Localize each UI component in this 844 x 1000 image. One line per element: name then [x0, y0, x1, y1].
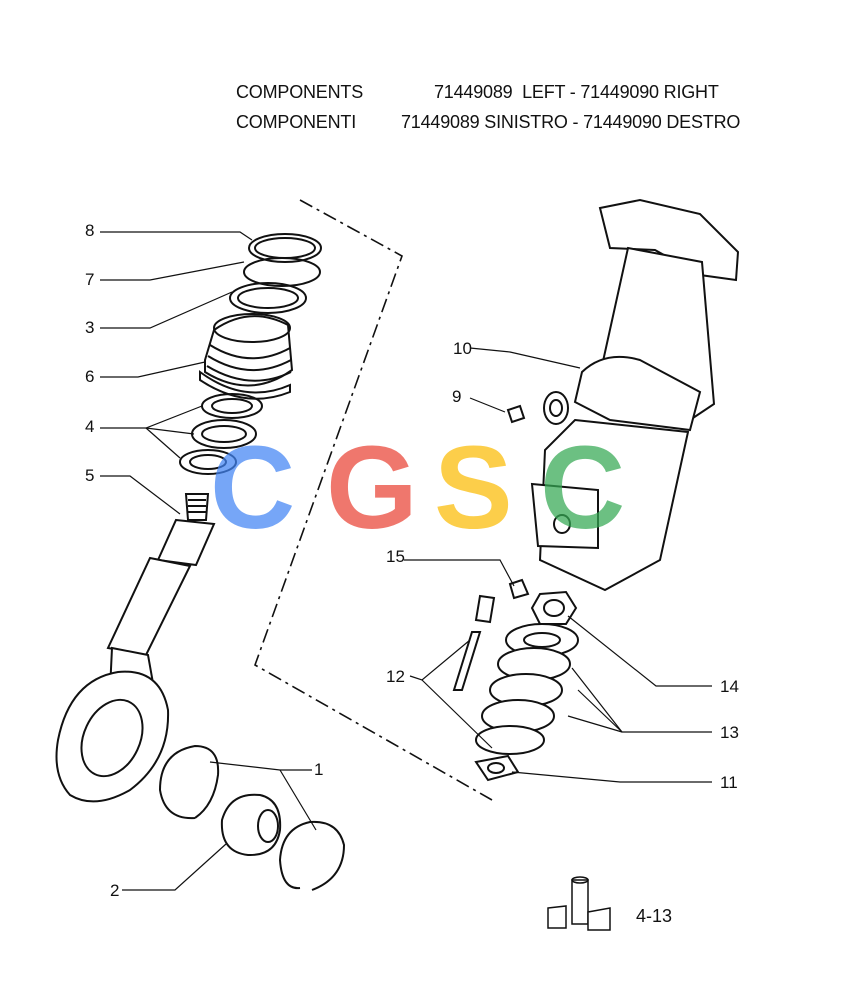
header-label-en: COMPONENTS [236, 82, 364, 102]
assembly-boundary [254, 199, 493, 801]
header-label-it: COMPONENTI [236, 112, 357, 132]
callout-6: 6 [85, 367, 94, 386]
watermark-letter: G [326, 422, 418, 554]
callout-2: 2 [110, 881, 119, 900]
callout-14: 14 [720, 677, 739, 696]
part-1-snap-rings [158, 744, 346, 891]
callout-13: 13 [720, 723, 739, 742]
callout-4: 4 [85, 417, 94, 436]
page-reference: 4-13 [636, 906, 673, 926]
part-7-ring [243, 257, 321, 287]
callout-15: 15 [386, 547, 405, 566]
callout-8: 8 [85, 221, 94, 240]
part-9-grease-nipple [506, 404, 526, 424]
watermark-letter: S [434, 422, 513, 554]
page-ref-icon [547, 876, 611, 931]
leader-lines [100, 231, 712, 891]
callout-12: 12 [386, 667, 405, 686]
callout-1: 1 [314, 760, 323, 779]
callout-5: 5 [85, 466, 94, 485]
watermark-letter: C [210, 422, 295, 554]
part-4-bearing-set [179, 393, 263, 475]
part-14-nut [530, 590, 578, 625]
callout-3: 3 [85, 318, 94, 337]
callout-11: 11 [720, 773, 738, 792]
callout-10: 10 [453, 339, 472, 358]
callout-9: 9 [452, 387, 461, 406]
part-6-housing [199, 313, 294, 400]
header-partnumbers-it: 71449089 SINISTRO - 71449090 DESTRO [401, 112, 741, 132]
part-3-seal [229, 282, 307, 314]
watermark-letter: C [540, 422, 625, 554]
part-13-spring-washers [475, 623, 579, 755]
part-2-ball-joint [220, 793, 282, 857]
part-12-pin-set [452, 594, 496, 691]
callout-7: 7 [85, 270, 94, 289]
part-11-retainer [474, 754, 520, 782]
header-partnumbers-en: 71449089 LEFT - 71449090 RIGHT [434, 82, 719, 102]
part-10-cylinder-body [530, 198, 740, 592]
part-15-plug [508, 578, 530, 600]
part-5-shaft [55, 493, 216, 803]
watermark-logo: C G S C [210, 422, 625, 554]
